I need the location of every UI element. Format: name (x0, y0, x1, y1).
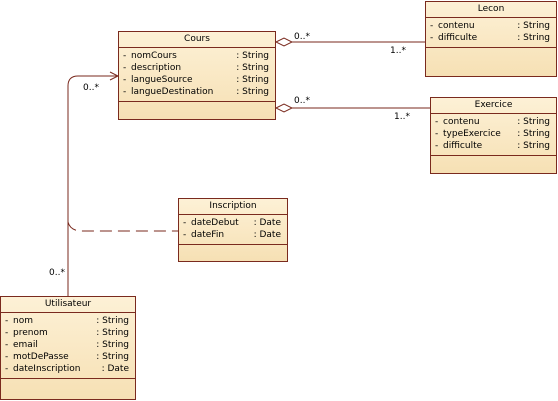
attribute-name: langueDestination (131, 87, 214, 97)
attribute-row: - prenom : String (1, 327, 135, 339)
visibility: - (430, 33, 434, 43)
attribute-row: - contenu : String (431, 116, 556, 128)
mult-cours-lecon-target: 1..* (390, 46, 406, 56)
attribute-name: description (131, 63, 182, 73)
attribute-type: : String (236, 63, 269, 73)
class-name: Exercice (431, 98, 556, 114)
association-class-link-inscription (67, 221, 178, 232)
attribute-name: dateDebut (191, 218, 239, 228)
visibility: - (5, 352, 9, 362)
attribute-type: : Date (253, 230, 281, 240)
class-name: Lecon (426, 2, 556, 18)
attribute-row: - difficulte : String (426, 32, 556, 44)
attribute-type: : Date (101, 364, 129, 374)
attribute-name: contenu (443, 117, 480, 127)
attribute-name: difficulte (438, 33, 478, 43)
attribute-row: - difficulte : String (431, 140, 556, 152)
class-name: Utilisateur (1, 297, 135, 313)
class-utilisateur[interactable]: Utilisateur - nom : String - prenom : St… (0, 296, 136, 400)
visibility: - (435, 141, 439, 151)
attribute-row: - typeExercice : String (431, 128, 556, 140)
visibility: - (435, 129, 439, 139)
visibility: - (5, 328, 9, 338)
attribute-row: - dateInscription : Date (1, 363, 135, 375)
attribute-row: - motDePasse : String (1, 351, 135, 363)
attribute-name: email (13, 340, 38, 350)
attribute-type: : String (517, 117, 550, 127)
attribute-row: - dateDebut : Date (179, 217, 287, 229)
attribute-list: - nom : String - prenom : String - email… (1, 313, 135, 379)
visibility: - (5, 316, 9, 326)
attribute-name: motDePasse (13, 352, 69, 362)
attribute-row: - email : String (1, 339, 135, 351)
attribute-row: - nom : String (1, 315, 135, 327)
attribute-name: difficulte (443, 141, 483, 151)
attribute-type: : String (517, 141, 550, 151)
attribute-name: langueSource (131, 75, 193, 85)
mult-cours-exercice-target: 1..* (394, 112, 410, 122)
operation-list (119, 102, 275, 110)
operation-list (1, 379, 135, 387)
visibility: - (123, 51, 127, 61)
visibility: - (5, 340, 9, 350)
attribute-name: nom (13, 316, 33, 326)
attribute-name: dateFin (191, 230, 225, 240)
aggregation-diamond-lecon (274, 37, 294, 47)
class-name: Cours (119, 32, 275, 48)
attribute-list: - nomCours : String - description : Stri… (119, 48, 275, 102)
attribute-row: - contenu : String (426, 20, 556, 32)
attribute-type: : String (96, 340, 129, 350)
attribute-type: : String (517, 21, 550, 31)
operation-list (431, 156, 556, 164)
visibility: - (123, 63, 127, 73)
attribute-type: : String (517, 33, 550, 43)
visibility: - (183, 218, 187, 228)
attribute-row: - langueSource : String (119, 74, 275, 86)
mult-cours-lecon-source: 0..* (294, 32, 310, 42)
visibility: - (430, 21, 434, 31)
class-inscription[interactable]: Inscription - dateDebut : Date - dateFin… (178, 198, 288, 262)
attribute-type: : String (236, 87, 269, 97)
class-exercice[interactable]: Exercice - contenu : String - typeExerci… (430, 97, 557, 174)
attribute-list: - dateDebut : Date - dateFin : Date (179, 215, 287, 245)
visibility: - (435, 117, 439, 127)
visibility: - (123, 75, 127, 85)
attribute-name: nomCours (131, 51, 177, 61)
class-cours[interactable]: Cours - nomCours : String - description … (118, 31, 276, 120)
attribute-type: : String (236, 75, 269, 85)
attribute-name: dateInscription (13, 364, 81, 374)
attribute-name: prenom (13, 328, 48, 338)
mult-utilisateur-cours-source: 0..* (49, 268, 65, 278)
operation-list (179, 245, 287, 253)
attribute-type: : String (96, 316, 129, 326)
attribute-type: : String (96, 352, 129, 362)
visibility: - (5, 364, 9, 374)
attribute-type: : String (236, 51, 269, 61)
attribute-name: typeExercice (443, 129, 501, 139)
attribute-row: - description : String (119, 62, 275, 74)
mult-cours-exercice-source: 0..* (294, 96, 310, 106)
attribute-row: - langueDestination : String (119, 86, 275, 98)
operation-list (426, 48, 556, 56)
class-lecon[interactable]: Lecon - contenu : String - difficulte : … (425, 1, 557, 77)
class-name: Inscription (179, 199, 287, 215)
attribute-row: - dateFin : Date (179, 229, 287, 241)
visibility: - (183, 230, 187, 240)
attribute-list: - contenu : String - typeExercice : Stri… (431, 114, 556, 156)
visibility: - (123, 87, 127, 97)
attribute-name: contenu (438, 21, 475, 31)
attribute-row: - nomCours : String (119, 50, 275, 62)
mult-utilisateur-cours-target: 0..* (83, 83, 99, 93)
attribute-type: : String (96, 328, 129, 338)
attribute-list: - contenu : String - difficulte : String (426, 18, 556, 48)
attribute-type: : String (517, 129, 550, 139)
attribute-type: : Date (253, 218, 281, 228)
aggregation-diamond-exercice (274, 103, 294, 113)
association-utilisateur-cours (67, 75, 118, 296)
